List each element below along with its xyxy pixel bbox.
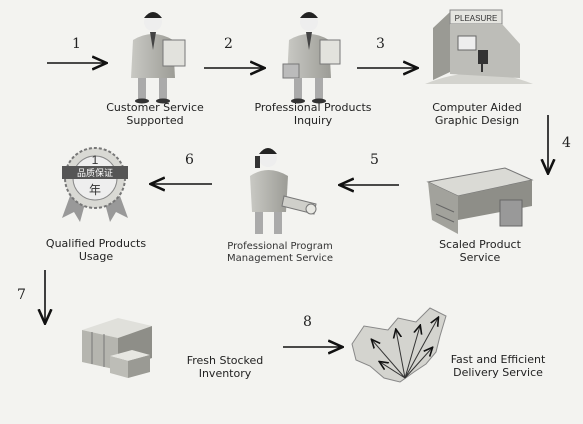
step-number-3: 3 bbox=[376, 36, 385, 52]
badge-ribbon-text: 品质保证 bbox=[77, 167, 113, 178]
step-number-1: 1 bbox=[72, 36, 81, 52]
step-label-delivery: Fast and Efficient Delivery Service bbox=[450, 353, 546, 379]
step-number-5: 5 bbox=[370, 152, 379, 168]
step-number-4: 4 bbox=[562, 135, 571, 151]
step-label-graphic-design: Computer Aided Graphic Design bbox=[432, 101, 522, 127]
inventory-boxes-icon bbox=[82, 318, 152, 378]
office-desk-icon bbox=[426, 167, 534, 234]
design-office-icon: PLEASURE bbox=[425, 9, 533, 84]
step-number-6: 6 bbox=[185, 152, 194, 168]
badge-top-text: 1 bbox=[92, 153, 99, 167]
step-number-8: 8 bbox=[303, 314, 312, 330]
step-label-scaled-product: Scaled Product Service bbox=[439, 238, 521, 264]
step-number-7: 7 bbox=[17, 287, 26, 303]
badge-bottom-text: 年 bbox=[89, 183, 101, 197]
step-label-product-inquiry: Professional Products Inquiry bbox=[254, 101, 372, 127]
customer-service-icon bbox=[131, 12, 186, 104]
product-inquiry-icon bbox=[282, 12, 341, 104]
step-label-customer-service: Customer Service Supported bbox=[106, 101, 204, 127]
pleasure-sign: PLEASURE bbox=[455, 14, 498, 23]
step-label-program-management: Professional Program Management Service bbox=[226, 241, 333, 264]
step-label-products-usage: Qualified Products Usage bbox=[45, 237, 147, 263]
quality-badge-icon: 品质保证 1 年 bbox=[62, 147, 128, 222]
delivery-map-icon bbox=[351, 307, 447, 383]
manager-phone-icon bbox=[250, 148, 317, 234]
step-number-2: 2 bbox=[224, 36, 233, 52]
step-label-inventory: Fresh Stocked Inventory bbox=[186, 354, 264, 380]
